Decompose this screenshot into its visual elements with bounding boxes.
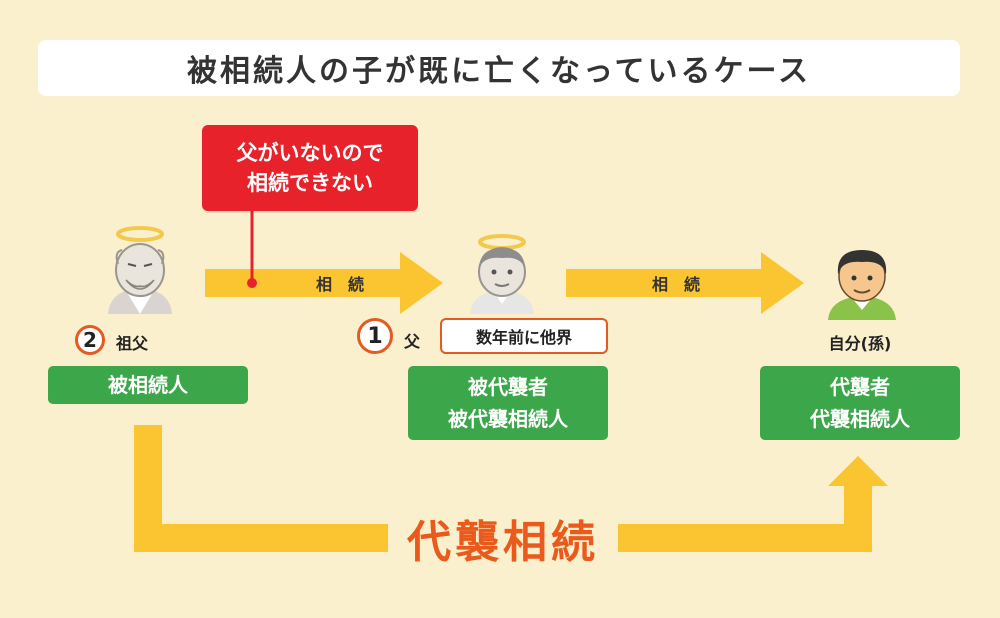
self-label: 自分(孫): [828, 334, 892, 353]
self-role-box: 代襲者 代襲相続人: [760, 366, 960, 440]
callout-cannot-inherit: 父がいないので 相続できない: [202, 125, 418, 211]
inheritance-arrow-2-label: 相 続: [651, 275, 700, 294]
self-role-line-1: 代襲者: [830, 375, 890, 399]
inheritance-arrow-2: [566, 252, 804, 314]
grandfather-role: 被相続人: [108, 373, 188, 397]
father-role-line-2: 被代襲相続人: [448, 407, 568, 431]
page-title: 被相続人の子が既に亡くなっているケース: [187, 54, 811, 89]
father-number-badge: 1: [357, 318, 393, 354]
father-note: 数年前に他界: [440, 318, 608, 354]
father-role-box: 被代襲者 被代襲相続人: [408, 366, 608, 440]
daishu-label-wrap: 代襲相続: [388, 508, 618, 568]
daishu-label-bg: [388, 508, 618, 568]
father-label: 父: [404, 332, 421, 351]
father-note-text: 数年前に他界: [475, 328, 572, 347]
father-icon: [470, 234, 534, 314]
self-role-line-2: 代襲相続人: [810, 407, 910, 431]
grandfather-role-box: 被相続人: [48, 366, 248, 404]
callout-line-1: 父がいないので: [236, 141, 384, 165]
inheritance-arrow-1: [205, 252, 443, 314]
grandfather-icon: [108, 226, 172, 314]
self-icon: [828, 250, 896, 320]
father-role-line-1: 被代襲者: [468, 375, 548, 399]
title-banner: 被相続人の子が既に亡くなっているケース: [38, 40, 960, 96]
grandfather-label: 祖父: [116, 334, 149, 353]
daishu-label: 代襲相続: [407, 517, 599, 568]
grandfather-number-badge: 2: [75, 325, 105, 355]
inheritance-arrow-1-label: 相 続: [315, 275, 364, 294]
callout-line-2: 相続できない: [247, 171, 373, 195]
